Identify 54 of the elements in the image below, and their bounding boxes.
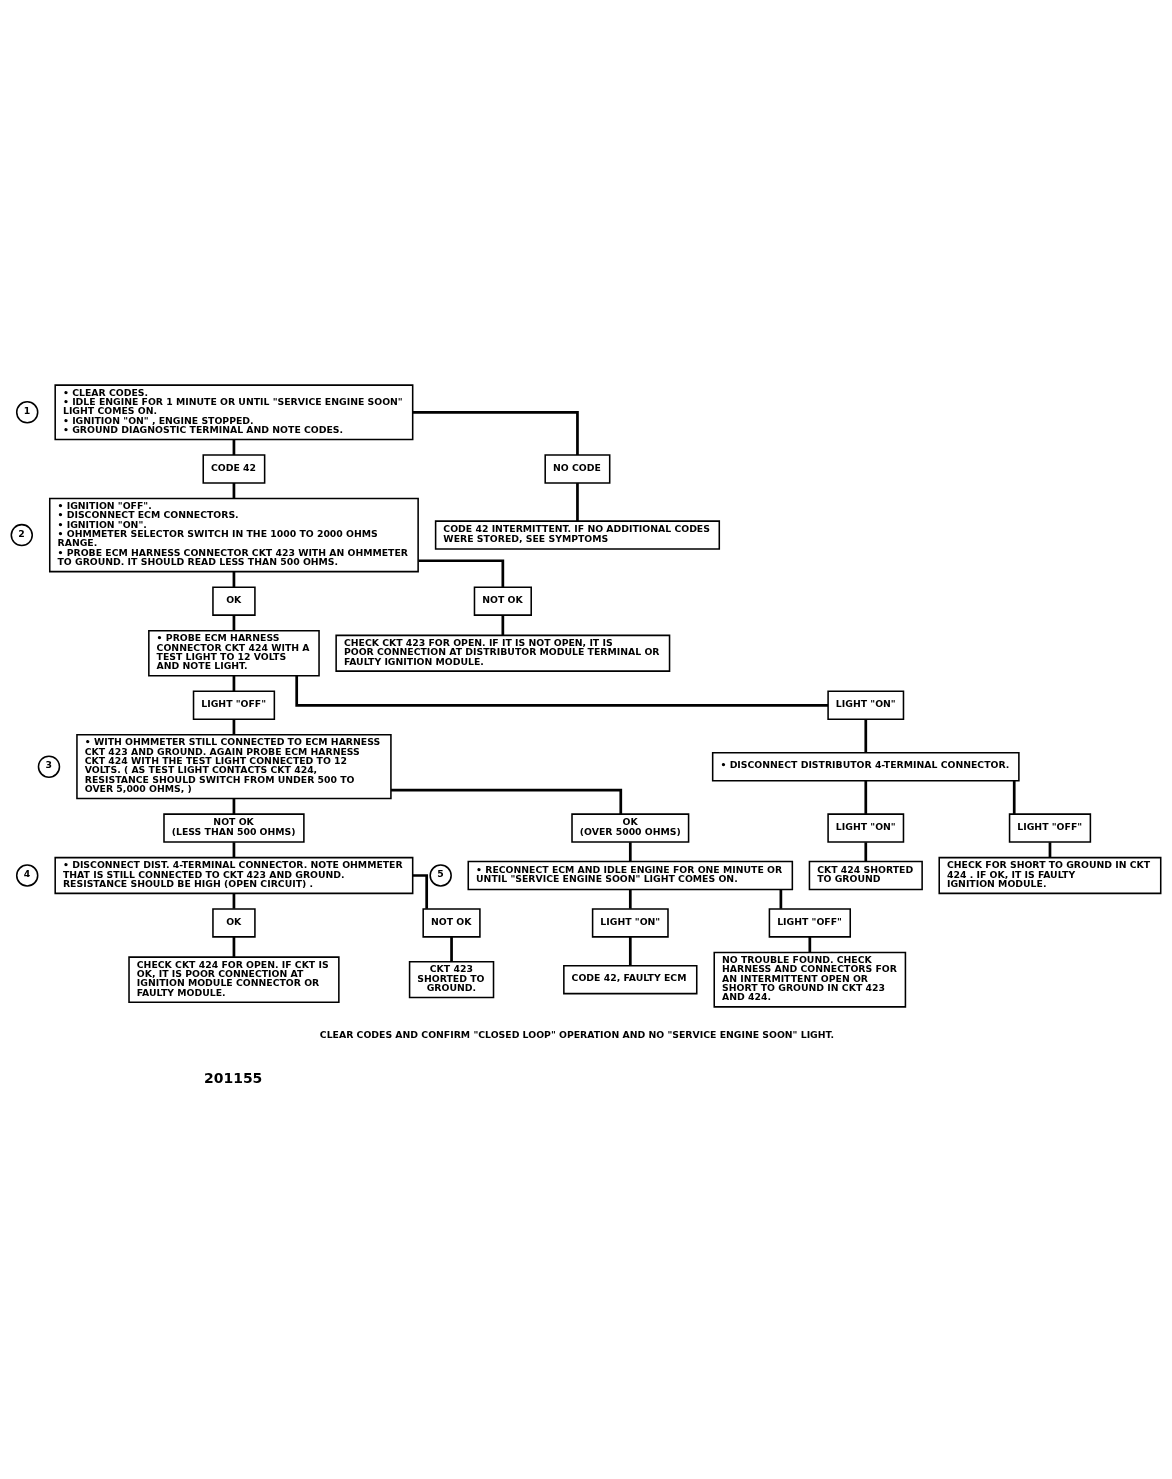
node-box: CHECK CKT 423 FOR OPEN. IF IT IS NOT OPEN, IT IS POOR CONNECTION AT DISTRIBUTOR MODULE TERMINAL OR FAULTY IGNITION MODULE. [335, 634, 671, 672]
node-box: • IGNITION "OFF". • DISCONNECT ECM CONNECTORS. • IGNITION "ON". • OHMMETER SELECTOR SWITCH IN THE 1000 TO 2000 OHMS RANGE. • PROBE ECM HARNESS CONNECTOR CKT 423 WITH AN OHMMETER TO GROUND. IT SHOULD READ LESS THAN 500 OHMS. [48, 497, 419, 573]
node-box: • DISCONNECT DISTRIBUTOR 4-TERMINAL CONNECTOR. [711, 751, 1020, 782]
connector [864, 719, 868, 753]
node-circle: 5 [429, 864, 452, 887]
connector [808, 936, 812, 953]
node-box: NO TROUBLE FOUND. CHECK HARNESS AND CONNECTORS FOR AN INTERMITTENT OPEN OR SHORT TO GROUND IN CKT 423 AND 424. [713, 951, 907, 1008]
node-box: LIGHT "OFF" [768, 908, 851, 938]
node-box: CODE 42, FAULTY ECM [563, 964, 698, 995]
node-box: LIGHT "ON" [827, 690, 905, 721]
connector [864, 780, 868, 814]
node-box: • RECONNECT ECM AND IDLE ENGINE FOR ONE MINUTE OR UNTIL "SERVICE ENGINE SOON" LIGHT COMES ON. [467, 860, 794, 891]
node-circle: 3 [37, 755, 61, 778]
node-box: OK [212, 908, 256, 938]
node-box: • DISCONNECT DIST. 4-TERMINAL CONNECTOR. NOTE OHMMETER THAT IS STILL CONNECTED TO CKT 423 AND GROUND. RESISTANCE SHOULD BE HIGH (OPEN CIRCUIT) . [54, 856, 414, 895]
node-box: CHECK CKT 424 FOR OPEN. IF CKT IS OK, IT IS POOR CONNECTION AT IGNITION MODULE CONNECTOR OR FAULTY MODULE. [128, 956, 340, 1003]
node-circle: 1 [15, 401, 39, 424]
connector [576, 483, 579, 522]
label: CLEAR CODES AND CONFIRM "CLOSED LOOP" OPERATION AND NO "SERVICE ENGINE SOON" LIGHT. [319, 1029, 835, 1041]
node-box: NOT OK [473, 586, 532, 616]
node-box: NO CODE [544, 454, 611, 484]
node-box: • PROBE ECM HARNESS CONNECTOR CKT 424 WITH A TEST LIGHT TO 12 VOLTS AND NOTE LIGHT. [148, 629, 320, 677]
node-box: LIGHT "OFF" [192, 690, 276, 721]
connector [418, 559, 505, 588]
label: 201155 [204, 1069, 263, 1086]
node-box: NOT OK [422, 908, 481, 938]
node-box: CODE 42 [202, 454, 266, 484]
node-box: LIGHT "ON" [591, 908, 669, 938]
connector [864, 842, 868, 862]
node-box: LIGHT "ON" [827, 813, 905, 843]
connector [295, 675, 828, 707]
connector [628, 889, 632, 909]
connector [628, 936, 632, 966]
node-box: OK (OVER 5000 OHMS) [571, 813, 690, 843]
node-box: CKT 424 SHORTED TO GROUND [808, 860, 923, 891]
connector [412, 874, 429, 909]
connector [391, 788, 623, 814]
node-box: CHECK FOR SHORT TO GROUND IN CKT 424 . IF OK, IT IS FAULTY IGNITION MODULE. [938, 856, 1162, 895]
node-box: CKT 423 SHORTED TO GROUND. [408, 961, 495, 999]
node-box: • WITH OHMMETER STILL CONNECTED TO ECM HARNESS CKT 423 AND GROUND. AGAIN PROBE ECM HARNESS CKT 424 WITH THE TEST LIGHT CONNECTED TO 12 VOLTS. ( AS TEST LIGHT CONTACTS CKT 424, RESISTANCE SHOULD SWITCH FROM UNDER 500 TO OVER 5,000 OHMS, ) [76, 734, 392, 800]
connector [501, 615, 505, 636]
node-box: • CLEAR CODES. • IDLE ENGINE FOR 1 MINUTE OR UNTIL "SERVICE ENGINE SOON" LIGHT COMES ON. • IGNITION "ON" , ENGINE STOPPED. • GROUND DIAGNOSTIC TERMINAL AND NOTE CODES. [54, 384, 414, 441]
connector [1012, 780, 1016, 814]
node-circle: 2 [10, 523, 34, 547]
connector [779, 889, 783, 909]
node-box: LIGHT "OFF" [1008, 813, 1092, 843]
connector [628, 842, 632, 862]
node-box: CODE 42 INTERMITTENT. IF NO ADDITIONAL CODES WERE STORED, SEE SYMPTOMS [434, 520, 721, 550]
node-box: OK [212, 586, 256, 616]
connector [232, 936, 236, 957]
node-box: NOT OK (LESS THAN 500 OHMS) [163, 813, 305, 843]
connector [450, 936, 453, 962]
node-circle: 4 [15, 864, 39, 887]
connector [412, 410, 579, 455]
